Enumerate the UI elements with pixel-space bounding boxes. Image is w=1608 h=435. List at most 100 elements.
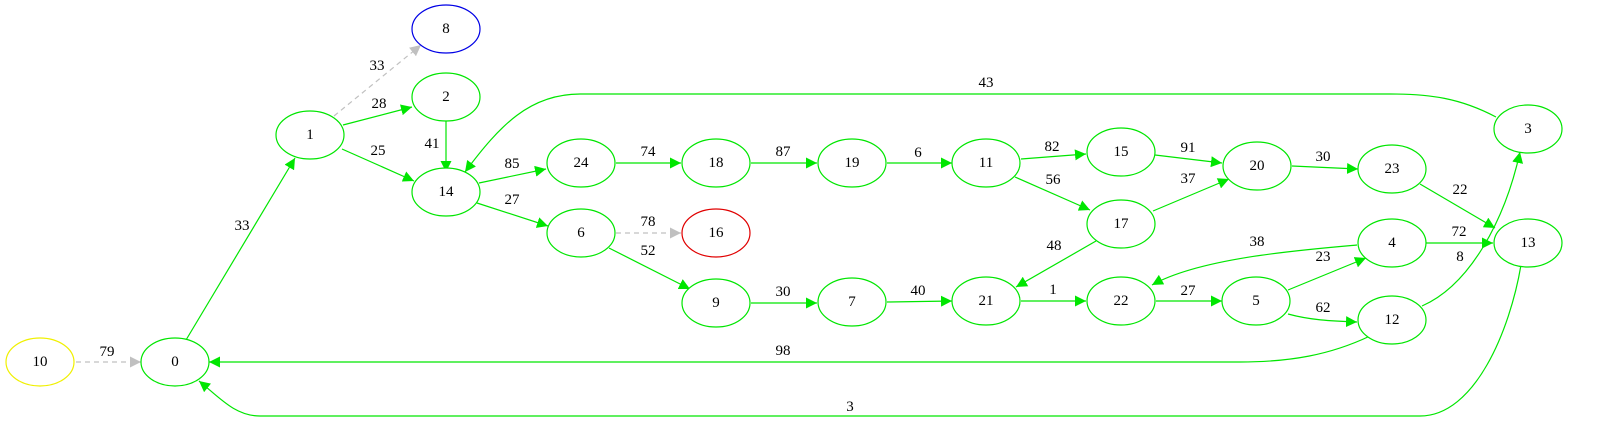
graph-node-9[interactable]: 9 [681,278,751,328]
node-label: 5 [1252,293,1260,309]
node-label: 10 [33,354,48,370]
edge-7-21: 40 [886,283,953,307]
graph-node-19[interactable]: 19 [817,138,887,188]
edge-weight-label: 30 [776,284,791,300]
edge-4-22: 38 [1151,234,1358,286]
edge-17-20: 37 [1152,171,1230,212]
node-label: 8 [442,21,450,37]
node-label: 2 [442,89,450,105]
edge-weight-label: 48 [1047,238,1062,254]
edge-6-16: 78 [616,214,681,239]
edge-20-23: 30 [1291,149,1359,174]
node-label: 16 [709,225,725,241]
edge-weight-label: 33 [370,58,385,74]
graph-node-24[interactable]: 24 [546,138,616,188]
edges: 79 33 33 28 25 41 43 85 [76,44,1523,417]
graph-node-12[interactable]: 12 [1357,295,1427,345]
graph-node-3[interactable]: 3 [1493,104,1563,154]
edge-weight-label: 33 [235,218,250,234]
edge-weight-label: 27 [505,192,521,208]
edge-13-0: 3 [198,264,1522,417]
graph-node-17[interactable]: 17 [1086,199,1156,249]
edge-weight-label: 8 [1456,249,1464,265]
edge-10-0: 79 [76,344,141,368]
graph-node-8[interactable]: 8 [411,4,481,54]
edge-15-20: 91 [1154,140,1223,168]
graph-node-20[interactable]: 20 [1222,141,1292,191]
node-label: 15 [1114,144,1129,160]
edge-21-22: 1 [1021,282,1086,307]
node-label: 6 [577,225,585,241]
edge-weight-label: 91 [1181,140,1196,156]
edge-weight-label: 52 [641,243,656,259]
edge-0-1: 33 [185,157,296,341]
edge-5-4: 23 [1287,249,1367,291]
node-label: 20 [1250,158,1265,174]
edge-weight-label: 6 [914,145,922,161]
graph-node-18[interactable]: 18 [681,138,751,188]
edge-22-5: 27 [1156,283,1222,307]
edge-weight-label: 72 [1452,224,1467,240]
edge-weight-label: 56 [1046,172,1062,188]
edge-18-19: 87 [751,144,817,169]
graph-node-4[interactable]: 4 [1357,218,1427,268]
graph-node-13[interactable]: 13 [1493,218,1563,268]
node-label: 24 [574,155,590,171]
edge-3-14: 43 [464,75,1497,173]
edge-weight-label: 43 [979,75,994,91]
graph-node-7[interactable]: 7 [817,277,887,327]
graph-node-23[interactable]: 23 [1357,144,1427,194]
edge-24-18: 74 [616,144,681,169]
node-label: 1 [306,127,314,143]
node-label: 19 [845,155,860,171]
edge-weight-label: 78 [641,214,656,230]
node-label: 14 [439,184,455,200]
graph-node-2[interactable]: 2 [411,72,481,122]
graph-node-14[interactable]: 14 [411,167,481,217]
graph-node-6[interactable]: 6 [546,208,616,258]
edge-5-12: 62 [1287,300,1358,328]
graph-node-21[interactable]: 21 [951,276,1021,326]
graph-node-15[interactable]: 15 [1086,127,1156,177]
edge-19-11: 6 [887,145,952,169]
node-label: 18 [709,155,724,171]
graph-node-1[interactable]: 1 [275,110,345,160]
node-label: 3 [1524,121,1532,137]
graph-node-11[interactable]: 11 [951,138,1021,188]
graph-node-10[interactable]: 10 [5,337,75,387]
edge-14-24: 85 [478,156,547,184]
edge-weight-label: 28 [372,96,387,112]
edge-weight-label: 23 [1316,249,1331,265]
graph-node-16[interactable]: 16 [681,208,751,258]
edge-weight-label: 40 [911,283,926,299]
edge-weight-label: 27 [1181,283,1197,299]
edge-weight-label: 82 [1045,139,1060,155]
edge-weight-label: 85 [505,156,520,172]
node-label: 12 [1385,312,1400,328]
node-label: 21 [979,293,994,309]
edge-6-9: 52 [608,243,691,290]
node-label: 4 [1388,235,1396,251]
edge-weight-label: 38 [1250,234,1265,250]
node-label: 7 [848,294,856,310]
edge-23-13: 22 [1419,182,1496,229]
edge-weight-label: 37 [1181,171,1197,187]
node-label: 13 [1521,235,1536,251]
edge-weight-label: 87 [776,144,792,160]
graph-node-22[interactable]: 22 [1086,276,1156,326]
edge-1-2: 28 [342,96,413,126]
edge-2-14: 41 [425,120,452,172]
node-label: 17 [1114,216,1130,232]
node-label: 9 [712,295,720,311]
edge-11-17: 56 [1014,172,1091,211]
node-label: 23 [1385,161,1400,177]
edge-weight-label: 79 [100,344,115,360]
edge-weight-label: 41 [425,136,440,152]
edge-weight-label: 1 [1049,282,1057,298]
edge-weight-label: 98 [776,343,791,359]
edge-14-6: 27 [476,192,549,228]
edge-17-21: 48 [1015,238,1097,288]
graph-node-5[interactable]: 5 [1221,276,1291,326]
graph-node-0[interactable]: 0 [140,337,210,387]
edge-1-14: 25 [341,143,415,182]
